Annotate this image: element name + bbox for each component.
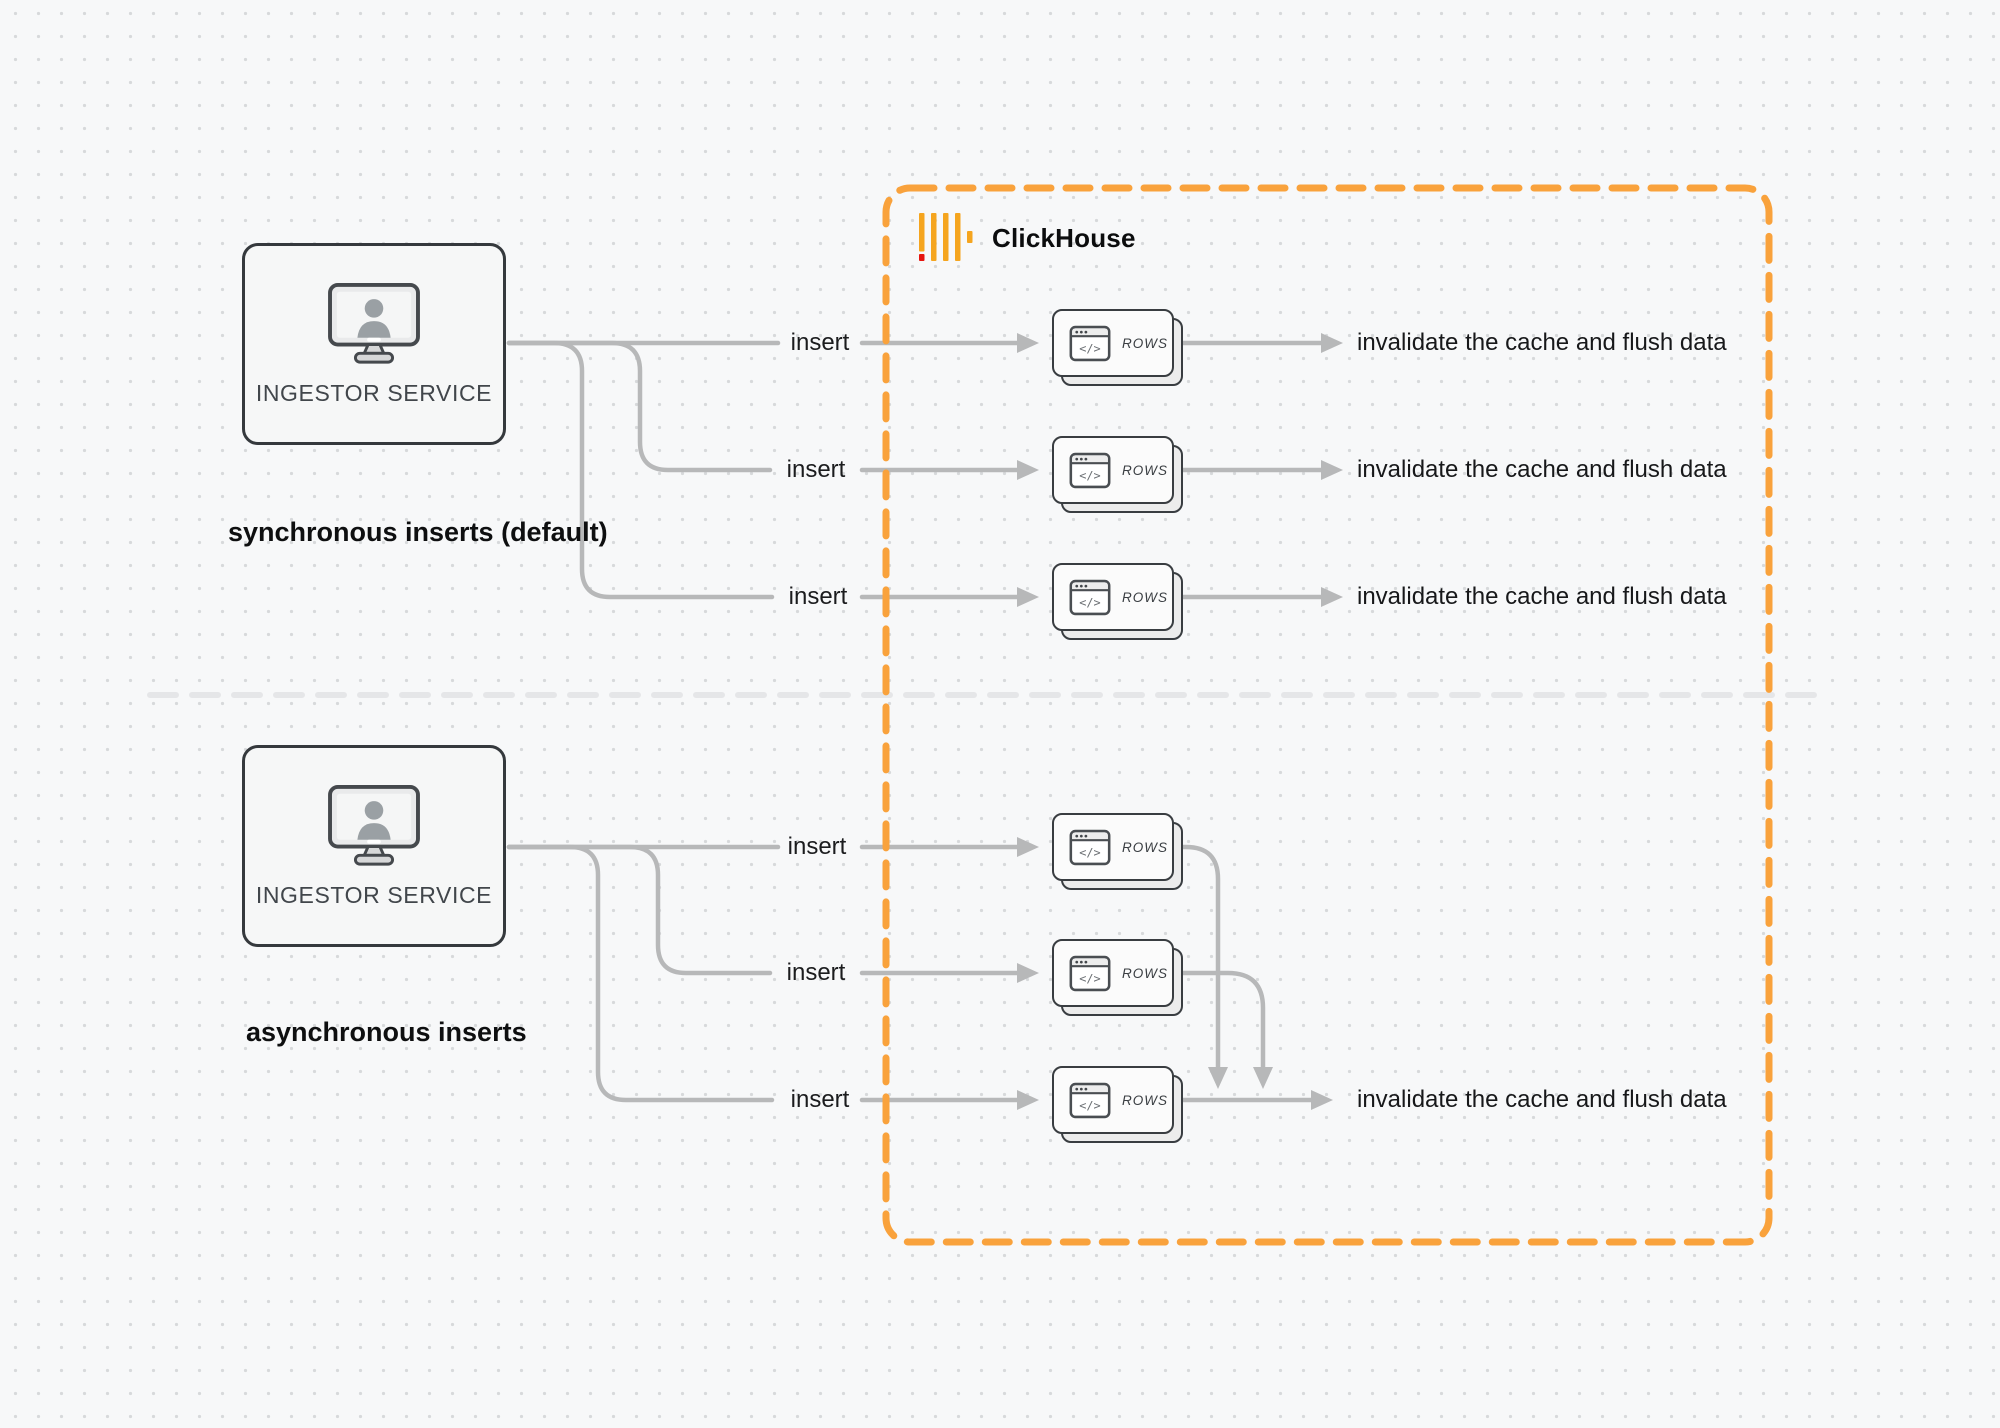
rows-card-front: </> ROWS (1052, 309, 1174, 377)
rows-store-async-1: </> ROWS (1052, 813, 1183, 890)
async-merge-arrow2 (1169, 970, 1273, 1089)
code-glyph: </> (1079, 468, 1100, 482)
sync-insert-label-1: insert (790, 329, 850, 356)
rows-store-sync-2: </> ROWS (1052, 436, 1183, 513)
code-window-icon: </> (1069, 955, 1111, 991)
code-glyph: </> (1079, 845, 1100, 859)
ingestor-service-box-sync: INGESTOR SERVICE (242, 243, 506, 445)
sync-caption: synchronous inserts (default) (228, 517, 608, 547)
monitor-user-icon (328, 784, 420, 866)
monitor-user-icon (328, 282, 420, 364)
sync-insert-label-2: insert (786, 456, 846, 483)
rows-store-label: ROWS (1122, 462, 1168, 478)
code-glyph: </> (1079, 971, 1100, 985)
connector-lines (506, 333, 1343, 1110)
ingestor-service-box-async: INGESTOR SERVICE (242, 745, 506, 947)
async-insert-label-3: insert (790, 1086, 850, 1113)
rows-store-label: ROWS (1122, 1092, 1168, 1108)
clickhouse-brand: ClickHouse (992, 222, 1136, 253)
async-branch-lane3 (506, 844, 775, 1103)
code-window-icon: </> (1069, 452, 1111, 488)
rows-card-front: </> ROWS (1052, 1066, 1174, 1134)
code-glyph: </> (1079, 595, 1100, 609)
async-insert-label-2: insert (786, 959, 846, 986)
rows-card-front: </> ROWS (1052, 436, 1174, 504)
ingestor-service-label: INGESTOR SERVICE (255, 379, 493, 406)
rows-store-sync-1: </> ROWS (1052, 309, 1183, 386)
rows-store-label: ROWS (1122, 839, 1168, 855)
sync-result-label-3: invalidate the cache and flush data (1357, 583, 1727, 610)
sync-insert-label-3: insert (788, 583, 848, 610)
code-window-icon: </> (1069, 325, 1111, 361)
code-glyph: </> (1079, 341, 1100, 355)
rows-card-front: </> ROWS (1052, 813, 1174, 881)
code-window-icon: </> (1069, 829, 1111, 865)
code-window-icon: </> (1069, 1082, 1111, 1118)
async-merge-arrow1 (1169, 844, 1228, 1089)
rows-store-label: ROWS (1122, 335, 1168, 351)
rows-store-label: ROWS (1122, 965, 1168, 981)
code-glyph: </> (1079, 1098, 1100, 1112)
rows-card-front: </> ROWS (1052, 939, 1174, 1007)
sync-branch-lane2 (506, 340, 773, 473)
sync-result-label-1: invalidate the cache and flush data (1357, 329, 1727, 356)
async-insert-label-1: insert (787, 833, 847, 860)
rows-store-async-3: </> ROWS (1052, 1066, 1183, 1143)
async-result-label: invalidate the cache and flush data (1357, 1086, 1727, 1113)
sync-result-label-2: invalidate the cache and flush data (1357, 456, 1727, 483)
rows-card-front: </> ROWS (1052, 563, 1174, 631)
code-window-icon: </> (1069, 579, 1111, 615)
async-caption: asynchronous inserts (246, 1017, 527, 1047)
rows-store-sync-3: </> ROWS (1052, 563, 1183, 640)
clickhouse-logo: ClickHouse (918, 212, 1136, 264)
rows-store-label: ROWS (1122, 589, 1168, 605)
sync-branch-lane3 (506, 340, 775, 600)
ingestor-service-label: INGESTOR SERVICE (255, 881, 493, 908)
clickhouse-boundary (882, 184, 1773, 1246)
clickhouse-logo-icon (919, 213, 973, 261)
rows-store-async-2: </> ROWS (1052, 939, 1183, 1016)
async-branch-lane2 (506, 844, 773, 976)
